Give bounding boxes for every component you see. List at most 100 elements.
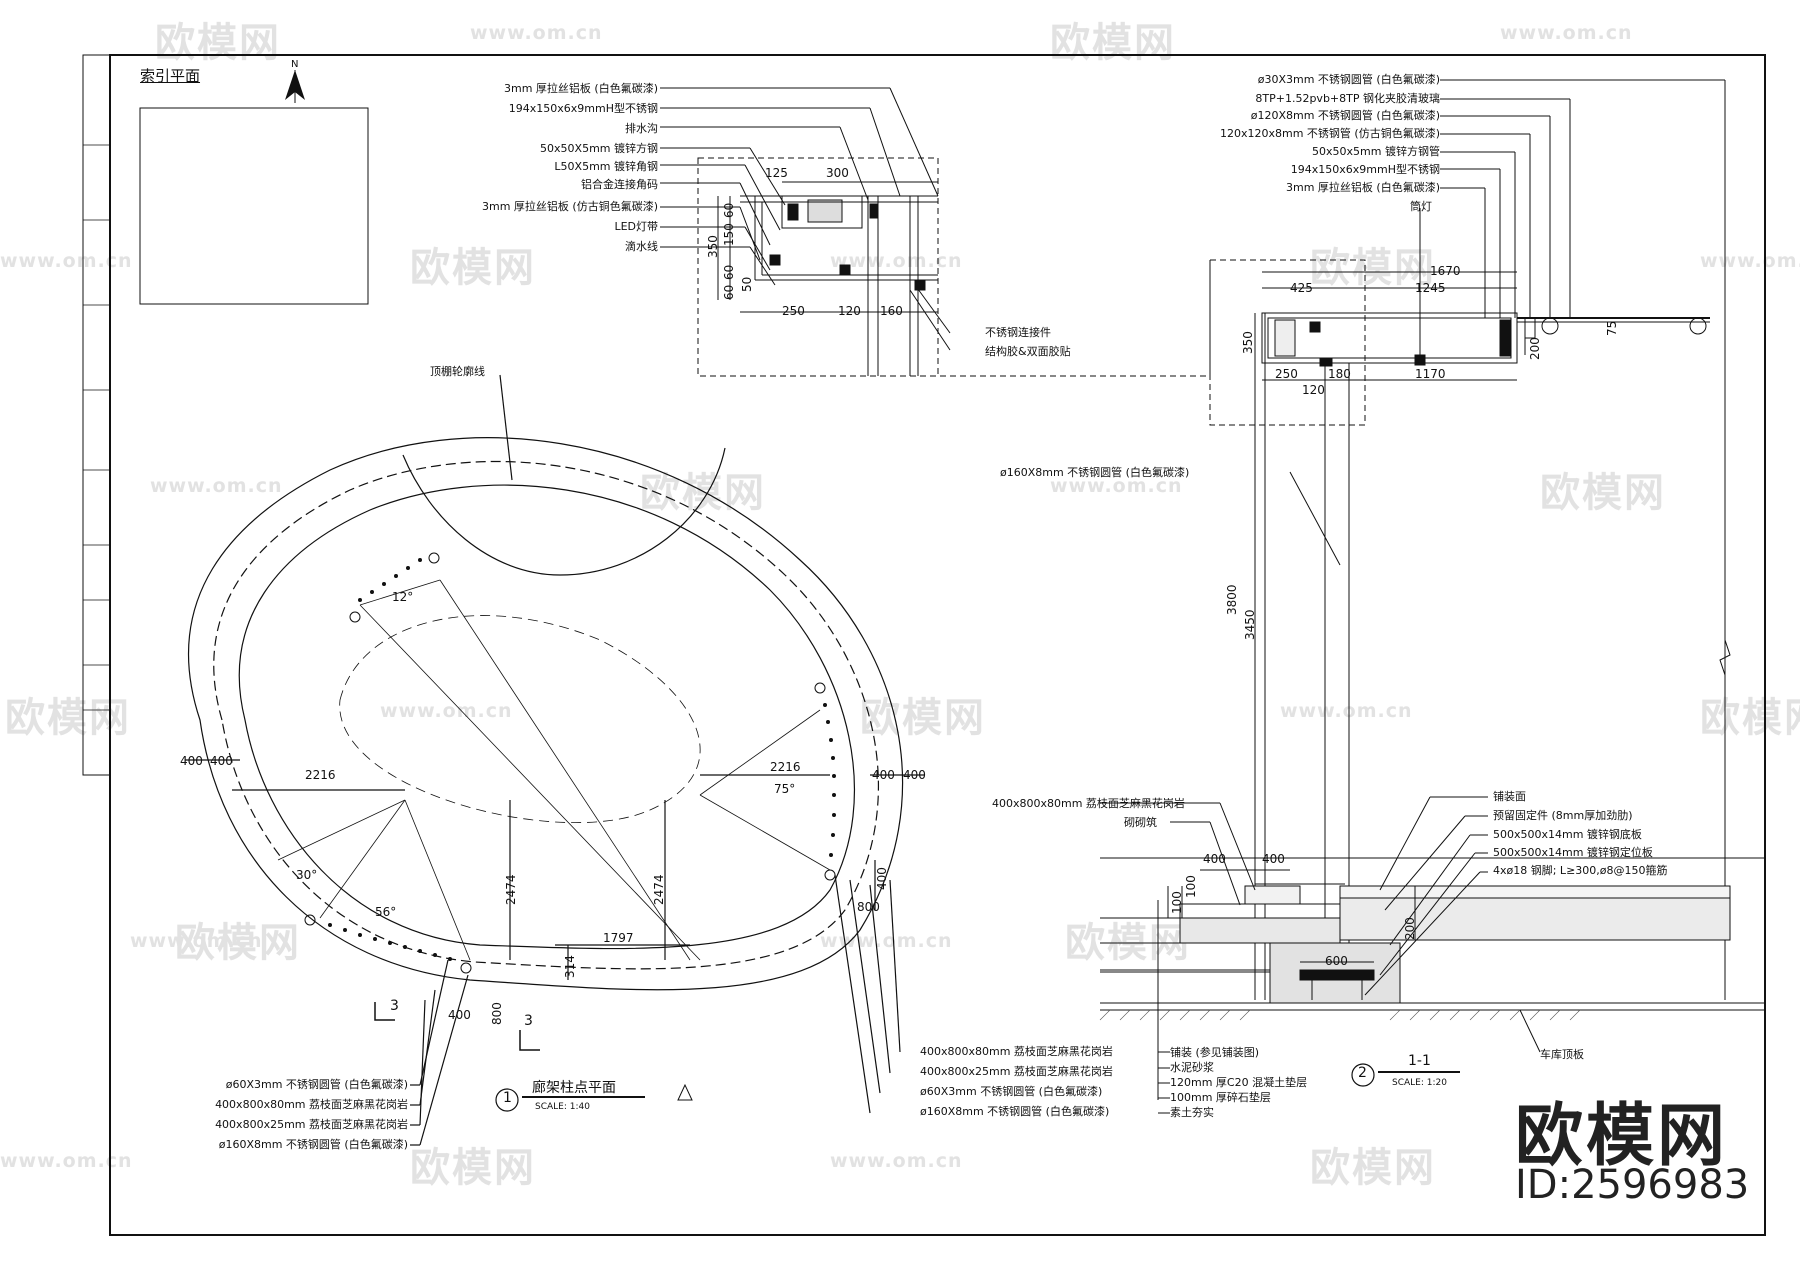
top-detail-label: L50X5mm 镀锌角钢	[554, 160, 658, 173]
plan-title-badge	[495, 1083, 693, 1112]
dim-label: 400	[1203, 852, 1226, 866]
dim-label: 75	[1605, 320, 1619, 336]
foundation-right-labels: 铺装面 预留固定件 (8mm厚加劲肋) 500x500x14mm 镀锌钢底板 5…	[1493, 790, 1668, 882]
dim-label: 200	[1528, 337, 1542, 360]
dim-label: 60	[722, 284, 736, 300]
foundation-bottom-label: 铺装 (参见铺装图)	[1170, 1046, 1260, 1059]
plan-title: 廊架柱点平面	[532, 1080, 616, 1096]
foundation-left-label: 砌砌筑	[1124, 816, 1157, 829]
section-label: 50x50x5mm 镀锌方钢管	[1312, 145, 1440, 158]
dim-label: 400	[180, 754, 203, 768]
column-points	[304, 552, 836, 974]
brand-logo: 欧模网	[1515, 1097, 1729, 1176]
dim-label: 120	[838, 304, 861, 318]
dim-label: 1670	[1430, 264, 1461, 278]
foundation-left-label: 400x800x80mm 荔枝面芝麻黑花岗岩	[992, 797, 1185, 810]
section-label: 8TP+1.52pvb+8TP 钢化夹胶清玻璃	[1255, 92, 1440, 105]
index-plan-title: 索引平面	[140, 67, 201, 85]
dim-label: 60	[722, 264, 736, 280]
top-detail-right-label: 不锈钢连接件	[985, 326, 1051, 339]
foundation-right-label: 500x500x14mm 镀锌钢定位板	[1493, 846, 1653, 859]
dim-label: 2474	[504, 874, 518, 905]
roof-outline-label: 顶棚轮廓线	[430, 365, 485, 378]
top-detail-label: LED灯带	[614, 220, 658, 233]
dim-label: 60	[722, 202, 736, 218]
plan-scale: SCALE: 1:40	[535, 1102, 590, 1112]
top-detail-label: 3mm 厚拉丝铝板 (仿古铜色氟碳漆)	[481, 200, 658, 213]
top-detail-label: 50x50X5mm 镀锌方钢	[540, 142, 658, 155]
foundation-title: 1-1	[1408, 1053, 1431, 1069]
dim-label: 250	[1275, 367, 1298, 381]
foundation-right-label: 铺装面	[1493, 790, 1526, 803]
dim-label: 100	[1184, 875, 1198, 898]
foundation-scale: SCALE: 1:20	[1392, 1078, 1447, 1088]
dim-label: 350	[1241, 331, 1255, 354]
dim-label: 100	[1170, 891, 1184, 914]
dim-label: 400	[448, 1008, 471, 1022]
plan-right-label: 400x800x80mm 荔枝面芝麻黑花岗岩	[920, 1045, 1113, 1058]
section-mark-label: 3	[524, 1013, 533, 1029]
dim-label: 1245	[1415, 281, 1446, 295]
dim-label: 2216	[770, 760, 801, 774]
dim-label: 50	[740, 276, 754, 292]
section-label: 120x120x8mm 不锈钢管 (仿古铜色氟碳漆)	[1219, 127, 1440, 140]
dim-label: 425	[1290, 281, 1313, 295]
angle-label: 30°	[296, 868, 318, 882]
top-detail-label: 3mm 厚拉丝铝板 (白色氟碳漆)	[503, 82, 658, 95]
dim-label: 250	[782, 304, 805, 318]
foundation-bottom-label: 120mm 厚C20 混凝土垫层	[1170, 1076, 1308, 1089]
top-detail-label: 铝合金连接角码	[581, 178, 658, 191]
top-detail-label: 滴水线	[625, 240, 658, 253]
brand-id: ID:2596983	[1515, 1162, 1750, 1208]
angle-label: 12°	[392, 590, 414, 604]
foundation-bottom-label: 素土夯实	[1170, 1106, 1214, 1119]
top-detail-labels: 3mm 厚拉丝铝板 (白色氟碳漆) 194x150x6x9mmH型不锈钢 排水沟…	[440, 82, 658, 260]
dim-label: 600	[1325, 954, 1348, 968]
foundation-right-label: 预留固定件 (8mm厚加劲肋)	[1493, 809, 1633, 822]
dim-label: 1170	[1415, 367, 1446, 381]
plan-left-label: 400x800x25mm 荔枝面芝麻黑花岗岩	[215, 1118, 408, 1131]
plan-left-labels: ø60X3mm 不锈钢圆管 (白色氟碳漆) 400x800x80mm 荔枝面芝麻…	[140, 1078, 408, 1158]
dim-label: 120	[1302, 383, 1325, 397]
angle-label: 75°	[774, 782, 796, 796]
plan-right-label: 400x800x25mm 荔枝面芝麻黑花岗岩	[920, 1065, 1113, 1078]
dim-label: 400	[1262, 852, 1285, 866]
plan-right-label: ø60X3mm 不锈钢圆管 (白色氟碳漆)	[920, 1085, 1103, 1098]
foundation-bottom-labels: 铺装 (参见铺装图) 水泥砂浆 120mm 厚C20 混凝土垫层 100mm 厚…	[1170, 1046, 1307, 1121]
dim-label: 400	[210, 754, 233, 768]
title-strip	[82, 54, 111, 776]
section-label: 3mm 厚拉丝铝板 (白色氟碳漆)	[1285, 181, 1440, 194]
height-dim: 3800	[1225, 584, 1239, 615]
top-detail-box	[697, 157, 939, 377]
section-label: ø120X8mm 不锈钢圆管 (白色氟碳漆)	[1250, 109, 1440, 122]
foundation-number: 2	[1358, 1065, 1367, 1081]
index-plan-box	[139, 107, 369, 305]
north-label: N	[291, 59, 299, 70]
dim-label: 300	[826, 166, 849, 180]
foundation-bottom-label: 100mm 厚碎石垫层	[1170, 1091, 1271, 1104]
dim-label: 350	[706, 235, 720, 258]
section-label: 筒灯	[1410, 200, 1432, 213]
dim-label: 2474	[652, 874, 666, 905]
height-dim: 3450	[1243, 609, 1257, 640]
plan-left-label: ø60X3mm 不锈钢圆管 (白色氟碳漆)	[225, 1078, 408, 1091]
dim-label: 125	[765, 166, 788, 180]
section-label: ø30X3mm 不锈钢圆管 (白色氟碳漆)	[1257, 73, 1440, 86]
section-mark-icon	[374, 1002, 540, 1051]
dim-label: 2216	[305, 768, 336, 782]
angle-label: 56°	[375, 905, 397, 919]
top-detail-right-label: 结构胶&双面胶贴	[985, 345, 1071, 358]
top-detail-label: 194x150x6x9mmH型不锈钢	[508, 102, 658, 115]
dim-label: 400	[872, 768, 895, 782]
section-top-labels: ø30X3mm 不锈钢圆管 (白色氟碳漆) 8TP+1.52pvb+8TP 钢化…	[1150, 73, 1440, 199]
foundation-right-label: 4xø18 钢脚; L≥300,ø8@150箍筋	[1493, 864, 1668, 877]
dim-label: 150	[722, 223, 736, 246]
foundation-bottom-label: 水泥砂浆	[1170, 1061, 1214, 1074]
foundation-title-badge	[1351, 1063, 1460, 1087]
dim-label: 1797	[603, 931, 634, 945]
plan-left-label: ø160X8mm 不锈钢圆管 (白色氟碳漆)	[218, 1138, 408, 1151]
dim-label: 800	[490, 1002, 504, 1025]
plan-right-labels: 400x800x80mm 荔枝面芝麻黑花岗岩 400x800x25mm 荔枝面芝…	[920, 1045, 1113, 1125]
top-detail-label: 排水沟	[625, 122, 658, 135]
